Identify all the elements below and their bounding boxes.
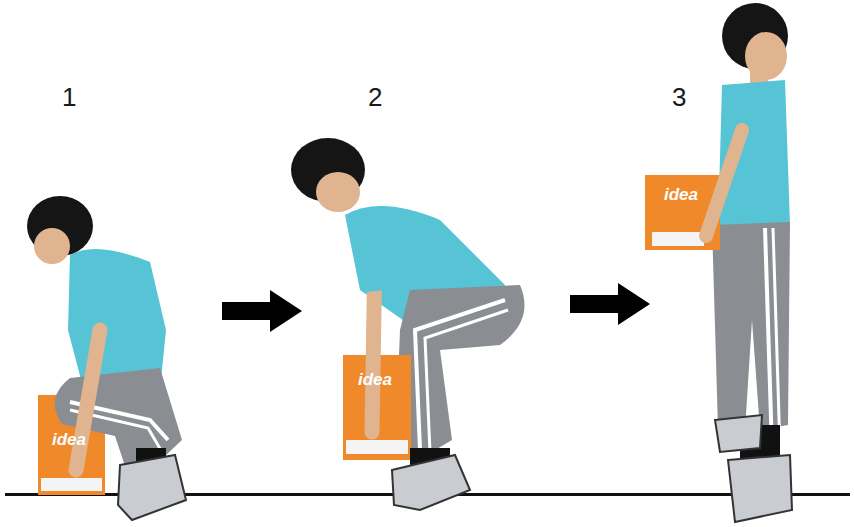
box-logo: idea <box>664 185 698 205</box>
box-logo: idea <box>358 370 392 390</box>
step-number: 1 <box>62 82 76 113</box>
pants-stripe <box>773 228 780 450</box>
person-standing <box>645 3 792 522</box>
box-label <box>346 440 408 454</box>
step-arrow <box>570 283 650 325</box>
face <box>316 172 360 212</box>
pants <box>395 285 525 456</box>
shoe <box>118 455 186 520</box>
pants-stripe <box>425 310 508 452</box>
face <box>34 228 70 264</box>
box-label <box>41 478 102 491</box>
arm <box>706 130 742 236</box>
shoe <box>715 415 762 452</box>
person-squatting <box>27 196 186 520</box>
pants-stripe <box>765 228 772 450</box>
step-number: 2 <box>368 82 382 113</box>
step-number: 3 <box>672 82 686 113</box>
person-rising <box>291 138 525 510</box>
box-logo: idea <box>52 430 86 450</box>
shoe <box>392 455 470 510</box>
box-label <box>652 232 704 246</box>
sleeve <box>360 225 392 292</box>
step-arrow <box>222 290 302 332</box>
face <box>745 32 787 80</box>
shoe <box>728 455 792 522</box>
